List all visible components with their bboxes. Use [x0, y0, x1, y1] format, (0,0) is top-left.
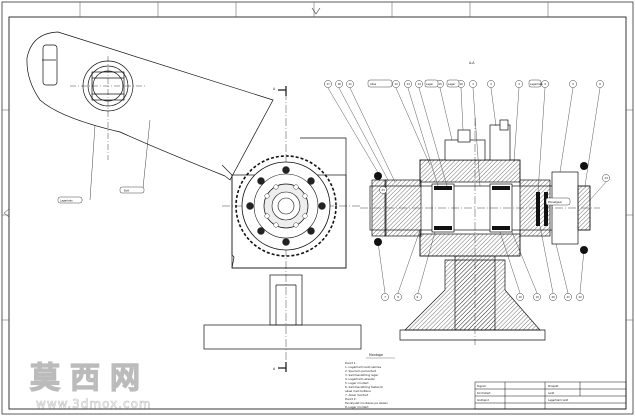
notes-line: 2. Sperrem pamontert: [345, 369, 377, 373]
title-block-label: Kontrollert: [477, 391, 491, 395]
leader-tag-right-box: [545, 197, 571, 206]
svg-text:22: 22: [579, 295, 583, 299]
notes-title: Montage: [369, 353, 383, 357]
assembly-notes: Montage Punkt 1: 1. Lagerhalm ledd samle…: [344, 353, 395, 409]
leader-tag-section-2: Lager: [426, 82, 434, 86]
leader-tag-section-4: Lagerhals: [530, 82, 543, 86]
svg-text:4: 4: [544, 82, 546, 86]
centering-mark-left: [3, 208, 10, 218]
svg-text:12: 12: [395, 82, 399, 86]
svg-text:9: 9: [417, 295, 419, 299]
svg-text:21: 21: [567, 295, 571, 299]
callout-numbers: 17 18 11 12 13 14 15 16 1 2 3 4 5 6 7 8 …: [327, 82, 609, 299]
notes-line: Punkt 1:: [345, 361, 357, 365]
title-block-label: Godkjent: [477, 398, 489, 402]
section-mark-bottom: A: [273, 367, 276, 371]
section-leader-tags: [367, 79, 542, 88]
svg-text:2: 2: [490, 82, 492, 86]
svg-text:11: 11: [349, 82, 353, 86]
leader-tag-left-2: Bolt: [124, 189, 129, 193]
svg-text:14: 14: [418, 82, 422, 86]
watermark-logo: 莫西网: [30, 361, 150, 396]
notes-line: Tannhjulet monteres pa akslen: [344, 401, 388, 405]
svg-text:10: 10: [519, 295, 523, 299]
svg-text:5: 5: [572, 82, 574, 86]
svg-text:6: 6: [599, 82, 601, 86]
leader-tag-section-3: Lager: [448, 82, 456, 86]
notes-line: 5. Lager montert: [345, 381, 370, 385]
svg-text:8: 8: [397, 295, 399, 299]
notes-line: aksel med boltene: [345, 389, 371, 393]
title-block-label: Tegnet: [477, 384, 486, 388]
notes-line: 4. Lagerhalm akselen: [345, 377, 375, 381]
title-block-project: Prosjekt: [548, 384, 558, 388]
title-block: [474, 381, 627, 410]
leader-tag-left-1: Lagerhals: [60, 199, 73, 203]
callout-bubbles: [324, 80, 610, 301]
leader-tag-right: Planetgear: [548, 200, 563, 204]
section-title: A-A: [469, 61, 475, 65]
svg-text:3: 3: [518, 82, 520, 86]
svg-text:18: 18: [338, 82, 342, 86]
svg-text:1: 1: [472, 82, 474, 86]
svg-text:7: 7: [384, 295, 386, 299]
watermark-url: www.3dmox.com: [36, 397, 152, 411]
notes-line: 1. Lagerhalm ledd samles: [345, 365, 382, 369]
notes-line: 3. Sammenstilling lager: [345, 373, 379, 377]
section-centerlines: [360, 118, 600, 345]
notes-line: 8. Lager montert: [345, 405, 370, 409]
centering-mark-top: [311, 7, 321, 15]
section-bearing-details: [374, 162, 588, 254]
lever-arm-view: [26, 31, 274, 201]
section-mark-top: A: [273, 87, 276, 91]
svg-text:15: 15: [439, 82, 443, 86]
svg-text:19: 19: [536, 295, 540, 299]
notes-line: 6. Sammenstilling festes til: [345, 385, 383, 389]
svg-text:24: 24: [605, 176, 609, 180]
zone-ticks: [2, 2, 633, 321]
svg-text:17: 17: [327, 82, 331, 86]
title-block-drawing-no: Lagerhalm ledd: [548, 398, 569, 402]
svg-text:20: 20: [552, 295, 556, 299]
svg-text:23: 23: [382, 188, 386, 192]
notes-line: 7. Aksel montert: [345, 393, 369, 397]
notes-line: Punkt 2:: [345, 397, 357, 401]
gear-assembly: [235, 155, 337, 257]
callout-leaders: [327, 87, 607, 294]
leader-tag-section-1: Akse: [370, 82, 377, 86]
svg-text:13: 13: [407, 82, 411, 86]
left-leader-tags: [57, 186, 145, 204]
title-block-title: Ledd: [548, 391, 555, 395]
section-cut-line-left: [278, 86, 287, 372]
svg-text:16: 16: [460, 82, 464, 86]
